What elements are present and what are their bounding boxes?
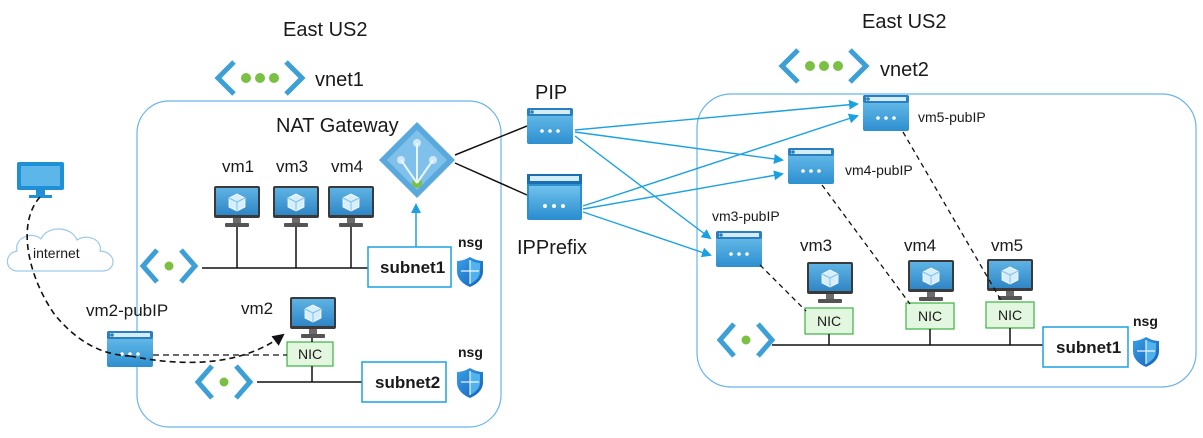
vm2-pubip-label: vm2-pubIP <box>86 301 168 320</box>
subnet2-box <box>361 361 447 403</box>
subnet2-label: subnet2 <box>375 373 440 392</box>
nsg-shield-icon-right <box>1132 336 1160 368</box>
ipprefix-to-vm4-arrow <box>582 170 784 210</box>
vm3-label-left: vm3 <box>276 157 308 176</box>
ipprefix-label: IPPrefix <box>517 237 587 259</box>
client-to-pubip-line <box>26 196 131 357</box>
pip-to-vm5-arrow <box>574 99 859 131</box>
vm3-label-right: vm3 <box>800 236 832 255</box>
vm2-nic-box <box>286 341 334 367</box>
pip-icon <box>527 108 573 144</box>
vm4-icon-right <box>907 259 955 302</box>
subnet1-vnet-icon <box>143 250 195 282</box>
ipprefix-to-vm5-arrow <box>582 113 859 207</box>
vm4-label-left: vm4 <box>331 157 363 176</box>
subnet1-label-left: subnet1 <box>380 258 445 277</box>
nat-to-pip-line <box>454 125 528 156</box>
left-region-label: East US2 <box>283 19 367 41</box>
nsg-shield-icon-subnet2 <box>456 367 484 399</box>
vnet1-icon <box>218 62 302 94</box>
nsg-label-subnet2: nsg <box>458 344 483 360</box>
subnet1-box-left <box>367 246 452 288</box>
vm2-label: vm2 <box>241 299 273 318</box>
vm3-pubip-icon <box>716 231 762 267</box>
vm5-nic-label: NIC <box>998 307 1022 323</box>
vm5-pubip-to-nic <box>902 131 1003 303</box>
vm2-nic-label: NIC <box>298 346 322 362</box>
pip-label: PIP <box>535 82 567 104</box>
vm3-nic-box <box>804 307 854 335</box>
nsg-shield-icon-subnet1 <box>456 256 484 288</box>
vnet1-boundary <box>136 100 502 428</box>
vm4-pubip-label: vm4-pubIP <box>845 162 913 178</box>
subnet1-vnet-icon-right <box>720 324 772 356</box>
vm5-pubip-label: vm5-pubIP <box>918 109 986 125</box>
vnet2-icon <box>782 50 866 82</box>
client-monitor-icon <box>17 162 64 198</box>
nat-gateway-label: NAT Gateway <box>276 115 399 137</box>
vm4-pubip-icon <box>788 148 834 184</box>
nat-to-ipprefix-line <box>454 162 528 196</box>
vm2-icon <box>289 296 337 339</box>
internet-cloud-icon <box>6 228 114 272</box>
vm4-icon-left <box>327 185 375 228</box>
ipprefix-to-vm3-arrow <box>582 211 712 258</box>
nat-gateway-icon <box>379 122 455 198</box>
right-region-label: East US2 <box>862 11 946 33</box>
vm3-pubip-label: vm3-pubIP <box>712 208 780 224</box>
subnet1-label-right: subnet1 <box>1056 338 1121 357</box>
nsg-label-subnet1: nsg <box>458 234 483 250</box>
vnet2-label: vnet2 <box>880 59 929 81</box>
vm3-icon-right <box>806 261 854 304</box>
vm3-nic-label: NIC <box>817 313 841 329</box>
subnet2-vnet-icon <box>198 366 250 398</box>
nsg-label-right: nsg <box>1133 313 1158 329</box>
ipprefix-icon <box>527 174 582 220</box>
vm4-nic-label: NIC <box>918 308 942 324</box>
vnet1-label: vnet1 <box>315 69 364 91</box>
vm1-icon <box>213 185 261 228</box>
vm5-pubip-icon <box>863 95 909 131</box>
vm4-pubip-to-nic <box>821 184 911 305</box>
subnet1-box-right <box>1042 326 1129 368</box>
vm1-label: vm1 <box>222 157 254 176</box>
pip-to-vm4-arrow <box>574 131 784 164</box>
vm3-pubip-to-nic <box>759 264 807 312</box>
internet-label: internet <box>33 245 80 261</box>
vm5-nic-box <box>985 301 1035 329</box>
vm5-icon-right <box>986 258 1034 301</box>
internet-to-vm2-arrow <box>129 333 285 364</box>
vnet2-boundary <box>696 93 1197 388</box>
vm3-icon-left <box>272 185 320 228</box>
vm5-label-right: vm5 <box>991 236 1023 255</box>
vm2-pubip-icon <box>107 331 153 367</box>
vm4-label-right: vm4 <box>904 236 936 255</box>
